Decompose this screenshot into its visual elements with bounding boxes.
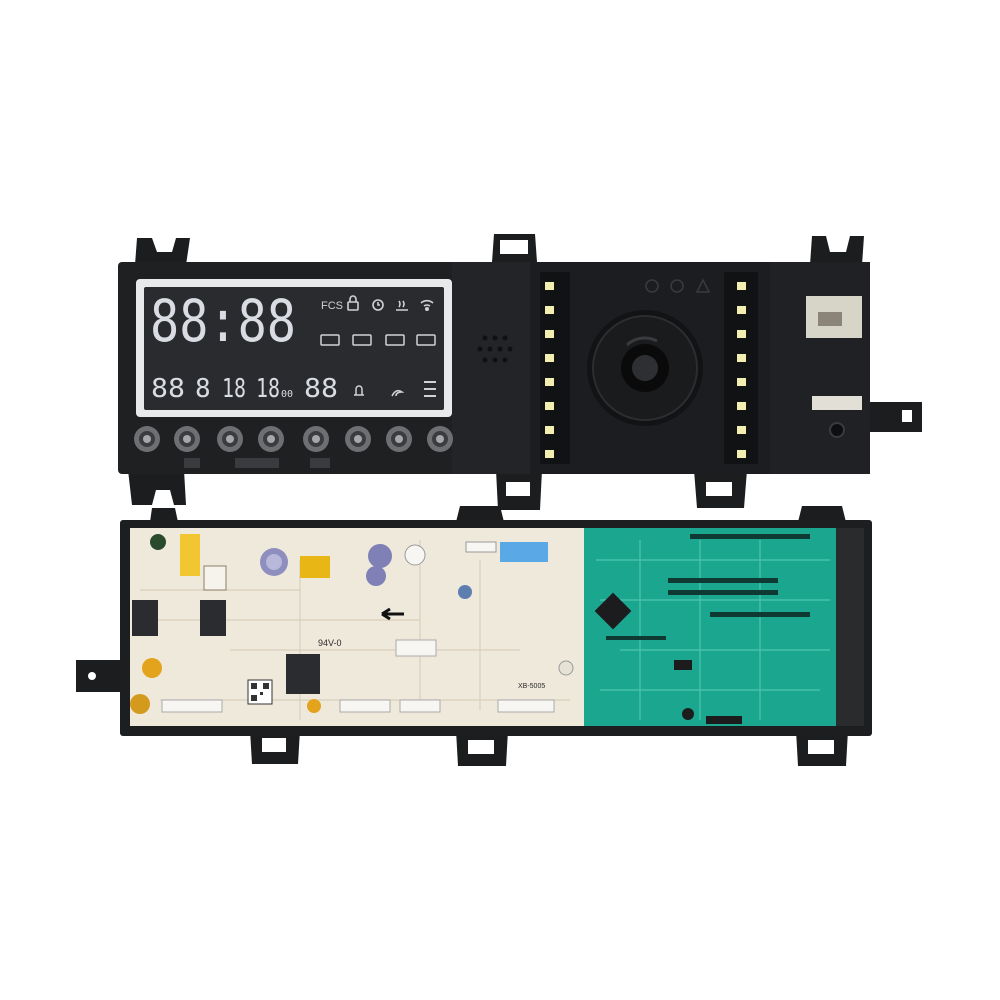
display-sub-digit-5: 88: [304, 374, 338, 404]
relay-yellow: [180, 534, 200, 576]
wifi-icon: [420, 299, 434, 311]
program-icons: [320, 334, 436, 346]
molded-icons: [645, 278, 711, 293]
program-selector-knob[interactable]: [587, 310, 703, 426]
led-strip-right: [724, 272, 758, 464]
fcs-label: FCS: [321, 300, 343, 312]
pcb-rear: 94V-0 XB-5005: [76, 506, 872, 766]
display-sub-digit-3: 18: [222, 374, 246, 404]
heat-icon: [391, 389, 405, 397]
connector-blue: [500, 542, 548, 562]
display-sub-digit-1: 88: [151, 374, 185, 404]
arrow-icon: [381, 607, 404, 621]
control-panel-front: 88:88 FCS 88 8 18 18 00 88: [118, 234, 922, 510]
microcontroller-chip: [594, 592, 632, 630]
pcb-rating-mark: 94V-0: [318, 638, 342, 648]
level-icon: [424, 381, 436, 397]
steam-icon: [396, 300, 408, 311]
relay-black: [286, 654, 320, 694]
display-sub-digit-4: 18: [256, 374, 280, 404]
pcb-board-code: XB-5005: [518, 683, 545, 690]
button-row: [134, 426, 453, 452]
display-sub-unit: 00: [281, 389, 293, 400]
bell-icon: [354, 385, 364, 396]
logic-board: [584, 528, 836, 726]
buzzer-grille: [477, 335, 513, 363]
timer-icon: [372, 299, 384, 311]
lock-icon: [347, 295, 359, 311]
display-window: [144, 287, 444, 410]
display-sub-digit-2: 8: [195, 374, 211, 404]
display-main-digits: 88:88: [150, 287, 296, 355]
ir-sensor: [829, 422, 845, 438]
led-strip-left: [540, 272, 570, 464]
